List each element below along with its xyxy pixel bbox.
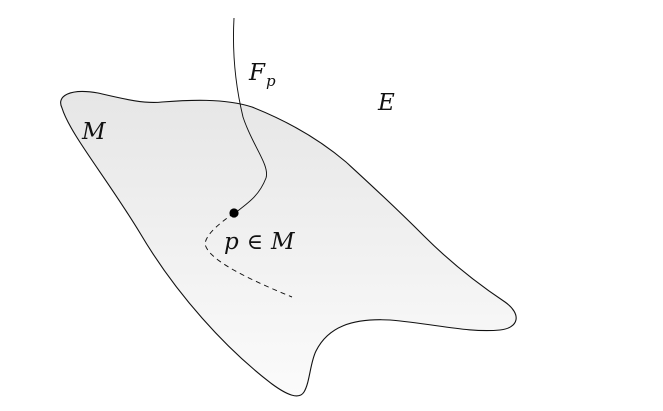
element-of-symbol: ∈ <box>247 230 263 255</box>
point-var-label: p <box>224 229 239 255</box>
base-space-label: M <box>81 119 107 145</box>
total-space-label: E <box>377 90 395 116</box>
base-manifold-region <box>60 90 517 397</box>
fiber-label: Fp <box>248 60 276 90</box>
fiber-label-sub: p <box>266 72 276 90</box>
point-p-marker <box>229 208 239 218</box>
fiber-solid-curve <box>233 17 268 214</box>
fiber-dashed-curve <box>204 212 293 298</box>
point-membership-label: p ∈ M <box>224 229 296 255</box>
fiber-label-main: F <box>248 60 266 86</box>
point-set-label: M <box>270 229 296 255</box>
